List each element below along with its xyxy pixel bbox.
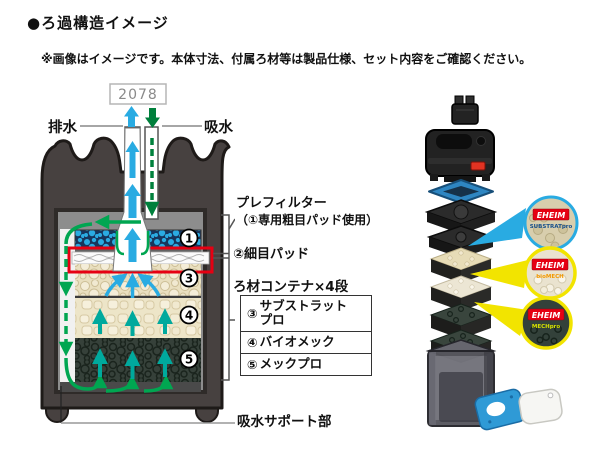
flow-corner [64, 222, 93, 245]
page-title: ●ろ過構造イメージ [27, 14, 169, 32]
biomech-tray [429, 275, 493, 311]
fan-arrow-right [137, 273, 161, 297]
media-item-line2: プロ [259, 312, 285, 328]
svg-text:1: 1 [185, 232, 193, 246]
prefilter-note: （①専用粗目パッド使用） [236, 212, 379, 227]
product-name: MECHpro [532, 324, 561, 330]
circle-label-4: 4 [179, 305, 199, 325]
outflow-label: 排水 [48, 118, 77, 136]
svg-text:4: 4 [185, 309, 193, 323]
circle-label-3: 3 [179, 268, 199, 288]
svg-text:2078: 2078 [118, 87, 158, 103]
funnel-arrow-lower [124, 228, 141, 262]
media-item-name: メックプロ [259, 356, 323, 372]
outflow-arrow [124, 106, 139, 127]
prefilter-label-block: プレフィルター （①専用粗目パッド使用） [236, 196, 379, 228]
funnel-arrow-upper [124, 184, 141, 218]
coarse-pad-blue [474, 388, 526, 431]
fine-pad-label: ②細目パッド [233, 247, 310, 262]
media-item-num: ⑤ [247, 356, 258, 372]
prefilter-leader [228, 218, 235, 230]
bottom-uturn-1 [64, 357, 108, 391]
media-item-line1: メックプロ [259, 356, 323, 372]
model-badge: 2078 [109, 83, 167, 105]
media-item-substrat-pro: ③ サブストラット プロ [241, 296, 371, 331]
fine-pad-white [518, 388, 563, 425]
callout-wedge-biomech [470, 260, 528, 288]
media-item-name: バイオメック [259, 334, 335, 350]
bottom-uturn-2 [105, 374, 140, 393]
intake-arrow [145, 108, 160, 128]
callout-biomech: EHEIM bioMECH [523, 246, 577, 300]
disclaimer-note: ※画像はイメージです。本体寸法、付属ろ材等は製品仕様、セット内容をご確認ください… [41, 52, 532, 66]
callout-mechpro: EHEIM MECHpro [519, 296, 573, 350]
intake-label: 吸水 [204, 118, 233, 136]
svg-text:5: 5 [185, 353, 193, 367]
pump-head [425, 129, 495, 182]
canister-body [425, 339, 497, 427]
substrat-pro-tray [429, 247, 493, 283]
eheim-logo: EHEIM [532, 311, 561, 320]
pipe-arrow-blue [125, 141, 140, 178]
intake-support-label: 吸水サポート部 [237, 414, 332, 430]
eheim-logo: EHEIM [537, 211, 566, 220]
funnel-loop-left [115, 231, 125, 256]
circle-label-1: 1 [179, 228, 199, 248]
stack-bracket [221, 214, 235, 381]
fan-arrow-left [104, 273, 128, 297]
bottom-uturn-3 [143, 374, 174, 393]
eheim-logo: EHEIM [536, 261, 565, 270]
filter-cross-section-diagram: 1 3 4 5 2078 排水 吸水 [40, 83, 235, 424]
media-container-title: ろ材コンテナ×4段 [233, 279, 349, 295]
callout-substrat-pro: EHEIM SUBSTRATpro [523, 195, 579, 251]
media-list-box: ③ サブストラット プロ ④ バイオメック ⑤ メックプロ [240, 295, 372, 376]
product-name: bioMECH [536, 274, 564, 280]
product-name: SUBSTRATpro [530, 224, 573, 230]
media-item-num: ③ [247, 305, 258, 321]
media-item-line1: バイオメック [259, 334, 335, 350]
callout-wedge-mechpro [474, 302, 528, 336]
callout-wedge-substrat [468, 208, 526, 246]
media-item-num: ④ [247, 334, 258, 350]
finepad-leader [213, 252, 229, 259]
exploded-view: EHEIM SUBSTRATpro EHEIM bioMECH EHEIM ME… [424, 95, 579, 431]
prefilter-tray [424, 199, 498, 234]
svg-text:3: 3 [185, 272, 193, 286]
power-button [470, 161, 486, 171]
circle-label-5: 5 [179, 349, 199, 369]
media-item-line1: サブストラット [259, 298, 348, 313]
media-item-mechpro: ⑤ メックプロ [241, 352, 371, 375]
funnel-loop-right [140, 231, 150, 256]
hose-adapter [451, 95, 479, 125]
media-item-biomech: ④ バイオメック [241, 330, 371, 353]
media-item-name: サブストラット プロ [259, 298, 348, 328]
prefilter-title: プレフィルター [236, 196, 327, 211]
